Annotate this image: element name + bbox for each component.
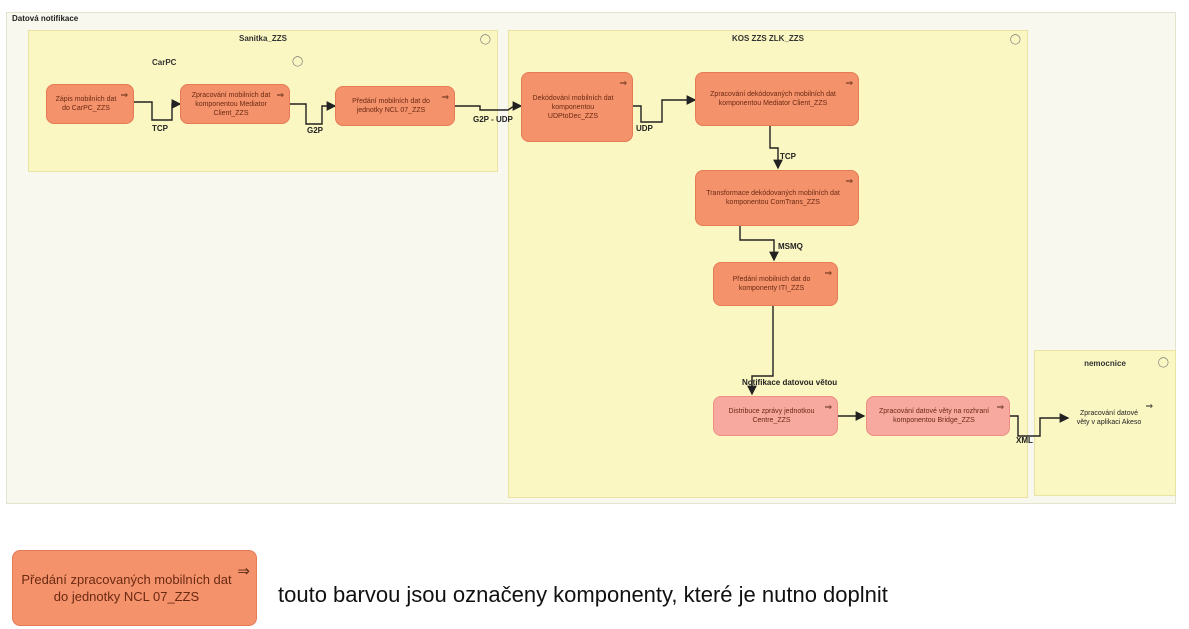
legend-node-label: Předání zpracovaných mobilních dat do je…: [21, 572, 232, 604]
subprocess-arrow-icon: ⇒: [237, 563, 250, 580]
lightbulb-icon: ◯: [1157, 357, 1169, 368]
node-predani-iti[interactable]: Předání mobilních dat do komponenty ITI_…: [713, 262, 838, 306]
lane-carpc: CarPC ◯: [40, 56, 310, 72]
node-label: Zpracování datové věty v aplikaci Akeso: [1076, 410, 1142, 426]
node-label: Předání mobilních dat do komponenty ITI_…: [732, 276, 811, 292]
node-bridge[interactable]: Zpracování datové věty na rozhraní kompo…: [866, 396, 1010, 436]
lane-title-carpc: CarPC: [152, 58, 177, 67]
subprocess-arrow-icon: ⇒: [1145, 401, 1153, 411]
subprocess-arrow-icon: ⇒: [441, 92, 449, 102]
node-label: Předání mobilních dat do jednotky NCL 07…: [352, 98, 430, 114]
edge-label-g2p-udp: G2P - UDP: [473, 115, 513, 124]
subprocess-arrow-icon: ⇒: [276, 90, 284, 100]
lightbulb-icon: ◯: [292, 56, 304, 67]
edge-label-tcp: TCP: [780, 152, 796, 161]
node-label: Zpracování mobilních dat komponentou Med…: [191, 91, 271, 117]
edge-label-g2p: G2P: [307, 126, 324, 135]
subprocess-arrow-icon: ⇒: [120, 90, 128, 100]
lane-title-kos: KOS ZZS ZLK_ZZS: [732, 34, 804, 43]
edge-label-udp: UDP: [636, 124, 653, 133]
frame-title: Datová notifikace: [12, 14, 79, 23]
lane-title-nemocnice: nemocnice: [1084, 359, 1126, 368]
node-mediator-client-kos[interactable]: Zpracování dekódovaných mobilních dat ko…: [695, 72, 859, 126]
node-label: Transformace dekódovaných mobilních dat …: [706, 190, 840, 206]
node-label: Zpracování datové věty na rozhraní kompo…: [878, 408, 990, 424]
subprocess-arrow-icon: ⇒: [824, 402, 832, 412]
node-label: Distribuce zprávy jednotkou Centre_ZZS: [728, 408, 815, 424]
node-predani-ncl[interactable]: Předání mobilních dat do jednotky NCL 07…: [335, 86, 455, 126]
node-label: Zpracování dekódovaných mobilních dat ko…: [710, 91, 836, 107]
node-label: Zápis mobilních dat do CarPC_ZZS: [55, 96, 117, 112]
lightbulb-icon: ◯: [1009, 34, 1021, 45]
subprocess-arrow-icon: ⇒: [619, 78, 627, 88]
subprocess-arrow-icon: ⇒: [845, 78, 853, 88]
subprocess-arrow-icon: ⇒: [996, 402, 1004, 412]
legend-sample-node: Předání zpracovaných mobilních dat do je…: [12, 550, 257, 626]
edge-label-msmq: MSMQ: [778, 242, 803, 251]
lane-title-sanitka: Sanitka_ZZS: [238, 34, 287, 43]
node-mediator-client-carpc[interactable]: Zpracování mobilních dat komponentou Med…: [180, 84, 290, 124]
node-zapis-carpc[interactable]: Zápis mobilních dat do CarPC_ZZS ⇒: [46, 84, 134, 124]
subprocess-arrow-icon: ⇒: [845, 176, 853, 186]
node-distribuce-centre[interactable]: Distribuce zprávy jednotkou Centre_ZZS ⇒: [713, 396, 838, 436]
node-comtrans[interactable]: Transformace dekódovaných mobilních dat …: [695, 170, 859, 226]
subprocess-arrow-icon: ⇒: [824, 268, 832, 278]
edge-label-notifikace: Notifikace datovou větou: [742, 378, 838, 387]
node-akeso[interactable]: Zpracování datové věty v aplikaci Akeso …: [1068, 396, 1158, 440]
lightbulb-icon: ◯: [479, 34, 491, 45]
edge-label-tcp: TCP: [152, 124, 168, 133]
legend-description: touto barvou jsou označeny komponenty, k…: [278, 582, 888, 607]
edge-label-xml: XML: [1016, 436, 1033, 445]
node-label: Dekódování mobilních dat komponentou UDP…: [532, 94, 614, 120]
node-dekodovani-udp[interactable]: Dekódování mobilních dat komponentou UDP…: [521, 72, 633, 142]
